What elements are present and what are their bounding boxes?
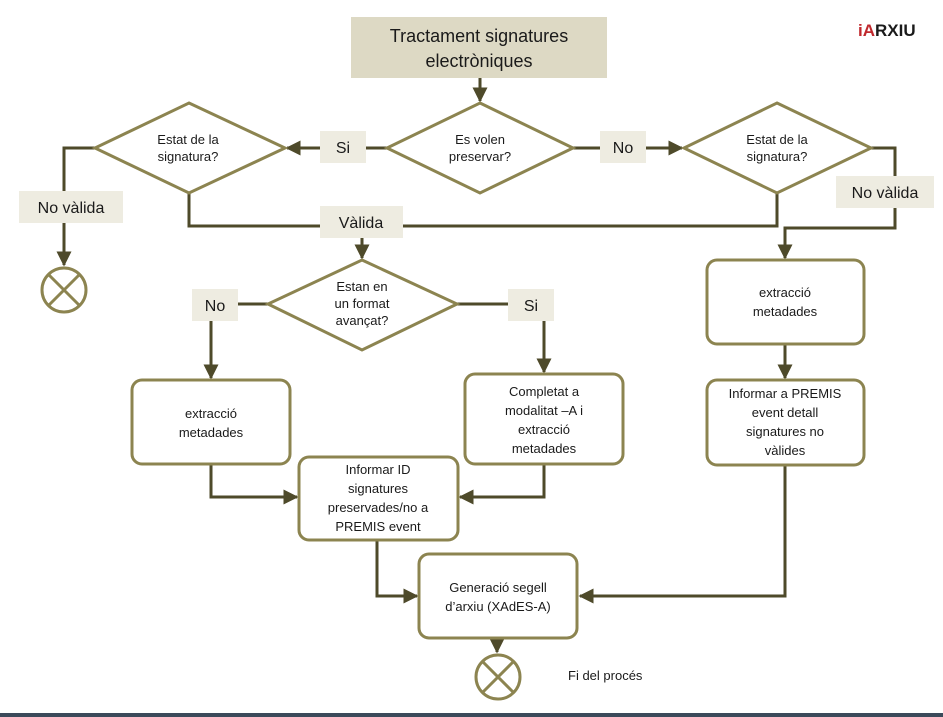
svg-text:No vàlida: No vàlida: [852, 185, 919, 202]
svg-text:extracció: extracció: [185, 406, 237, 421]
decision-state-right: Estat de la signatura?: [680, 101, 875, 195]
svg-text:Informar ID: Informar ID: [345, 462, 410, 477]
svg-text:Si: Si: [336, 140, 350, 157]
label-no-format: No: [192, 289, 238, 321]
svg-text:modalitat –A i: modalitat –A i: [505, 403, 583, 418]
decision-preserve: Es volen preservar?: [383, 101, 577, 195]
svg-text:No: No: [205, 298, 226, 315]
decision-state-right-line1: Estat de la: [746, 132, 808, 147]
decision-state-left: Estat de la signatura?: [91, 101, 289, 195]
box-premis-right: Informar a PREMIS event detall signature…: [705, 378, 866, 467]
label-valida: Vàlida: [320, 206, 403, 238]
svg-text:No vàlida: No vàlida: [38, 200, 105, 217]
end-terminator-bottom: [474, 653, 522, 701]
svg-text:Informar a PREMIS: Informar a PREMIS: [729, 386, 842, 401]
svg-text:metadades: metadades: [753, 304, 818, 319]
decision-format-line3: avançat?: [336, 313, 389, 328]
svg-text:extracció: extracció: [759, 285, 811, 300]
svg-text:PREMIS event: PREMIS event: [335, 519, 421, 534]
box-premis-id: Informar ID signatures preservades/no a …: [297, 455, 460, 542]
decision-preserve-line1: Es volen: [455, 132, 505, 147]
box-extract-right: extracció metadades: [705, 258, 866, 346]
decision-preserve-line2: preservar?: [449, 149, 511, 164]
title-line2: electròniques: [425, 51, 532, 71]
label-no-valida-right: No vàlida: [836, 176, 934, 208]
box-segell: Generació segell d’arxiu (XAdES-A): [417, 552, 579, 640]
decision-format-line2: un format: [335, 296, 390, 311]
label-no-right: No: [600, 131, 646, 163]
iarxiu-logo: iARXIU: [858, 21, 916, 40]
svg-text:Completat a: Completat a: [509, 384, 580, 399]
svg-text:metadades: metadades: [179, 425, 244, 440]
svg-text:preservades/no a: preservades/no a: [328, 500, 429, 515]
svg-text:vàlides: vàlides: [765, 443, 806, 458]
svg-text:signatures no: signatures no: [746, 424, 824, 439]
svg-text:extracció: extracció: [518, 422, 570, 437]
title-box: Tractament signatures electròniques: [351, 17, 607, 78]
svg-text:event detall: event detall: [752, 405, 819, 420]
decision-format-line1: Estan en: [336, 279, 387, 294]
decision-state-right-line2: signatura?: [747, 149, 808, 164]
decision-state-left-line1: Estat de la: [157, 132, 219, 147]
box-extract-left: extracció metadades: [130, 378, 292, 466]
svg-text:metadades: metadades: [512, 441, 577, 456]
label-si-left: Si: [320, 131, 366, 163]
label-si-format: Si: [508, 289, 554, 321]
end-terminator-left: [40, 266, 88, 314]
svg-text:d’arxiu (XAdES-A): d’arxiu (XAdES-A): [445, 599, 550, 614]
end-label: Fi del procés: [568, 668, 643, 683]
title-line1: Tractament signatures: [390, 26, 568, 46]
svg-text:Vàlida: Vàlida: [339, 215, 384, 232]
svg-text:No: No: [613, 140, 634, 157]
label-no-valida-left: No vàlida: [19, 191, 123, 223]
box-complete: Completat a modalitat –A i extracció met…: [463, 372, 625, 466]
decision-state-left-line2: signatura?: [158, 149, 219, 164]
bottom-bar: [0, 713, 943, 717]
svg-text:signatures: signatures: [348, 481, 408, 496]
svg-text:Si: Si: [524, 298, 538, 315]
logo-text: iARXIU: [858, 21, 916, 40]
decision-format: Estan en un format avançat?: [264, 258, 461, 352]
svg-text:Generació segell: Generació segell: [449, 580, 547, 595]
